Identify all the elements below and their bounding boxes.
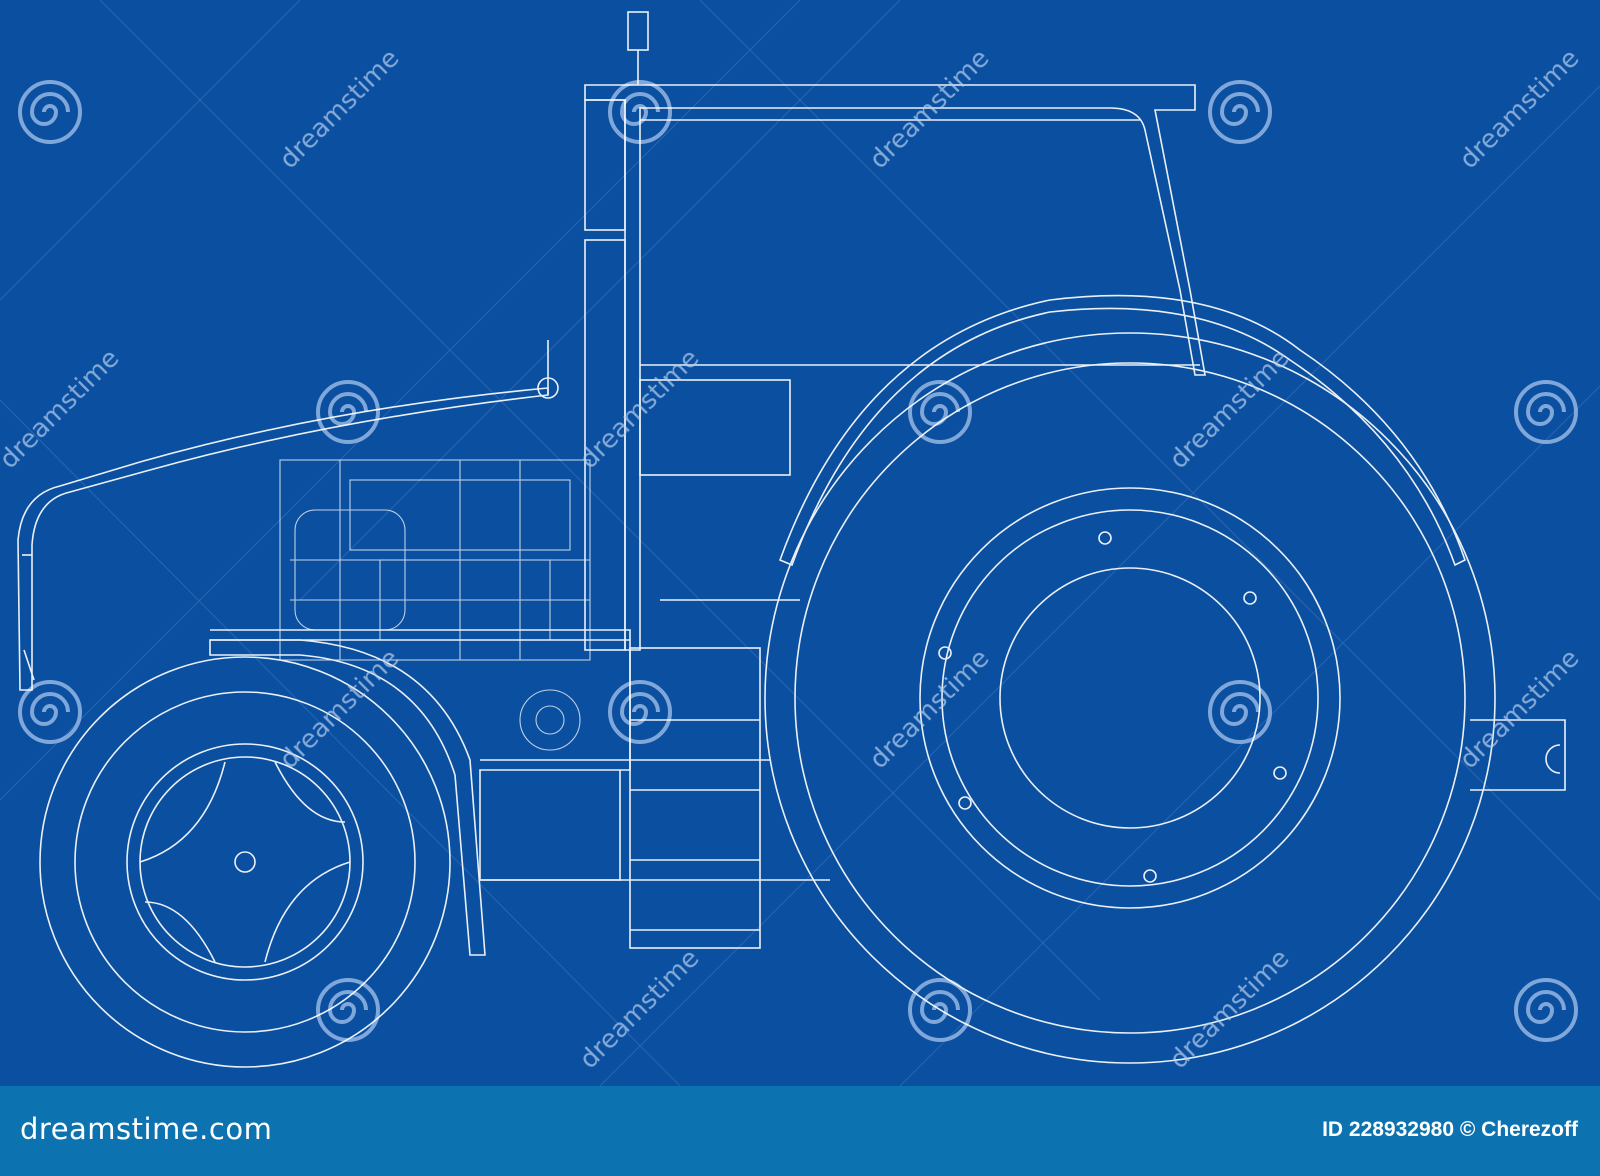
cab-frame	[584, 84, 1206, 651]
engine-block	[279, 459, 591, 751]
spiral-logo-icon	[1514, 978, 1578, 1042]
footer-bar: dreamstime.com ID 228932980 © Cherezoff	[0, 1086, 1600, 1176]
image-id-credit: ID 228932980 © Cherezoff	[1322, 1118, 1578, 1141]
watermark-text: dreamstime	[0, 343, 125, 475]
watermark-text: dreamstime	[1164, 943, 1296, 1075]
spiral-logo-icon	[908, 978, 972, 1042]
rear-hitch	[1470, 719, 1566, 791]
front-fender	[209, 639, 486, 956]
spiral-logo-icon	[18, 680, 82, 744]
spiral-logo-icon	[1208, 80, 1272, 144]
watermark-text: dreamstime	[1164, 343, 1296, 475]
watermark-text: dreamstime	[864, 43, 996, 175]
exhaust-cap	[627, 11, 649, 51]
tractor-hood	[17, 387, 549, 691]
tractor-blueprint-drawing: dreamstime dreamstime dreamstime dreamst…	[0, 0, 1600, 1086]
watermark-text: dreamstime	[1454, 43, 1586, 175]
spiral-logo-icon	[316, 380, 380, 444]
spiral-logo-icon	[908, 380, 972, 444]
watermark-text: dreamstime	[274, 43, 406, 175]
spiral-logo-icon	[18, 80, 82, 144]
cab-steps	[629, 647, 761, 949]
spiral-logo-icon	[316, 978, 380, 1042]
watermark-spirals	[18, 80, 1578, 1042]
watermark-grid	[0, 0, 1600, 1086]
watermark-text: dreamstime	[574, 943, 706, 1075]
front-wheel	[39, 656, 451, 1068]
spiral-logo-icon	[608, 680, 672, 744]
rear-fender	[778, 294, 1466, 567]
rear-wheel	[764, 332, 1496, 1064]
spiral-logo-icon	[1208, 680, 1272, 744]
footer-logo[interactable]: dreamstime.com	[20, 1112, 273, 1146]
tractor-wireframe	[17, 11, 1566, 1068]
cab-pillar	[584, 99, 626, 231]
spiral-logo-icon	[1514, 380, 1578, 444]
watermark-text: dreamstime	[864, 643, 996, 775]
blueprint-canvas: dreamstime dreamstime dreamstime dreamst…	[0, 0, 1600, 1086]
